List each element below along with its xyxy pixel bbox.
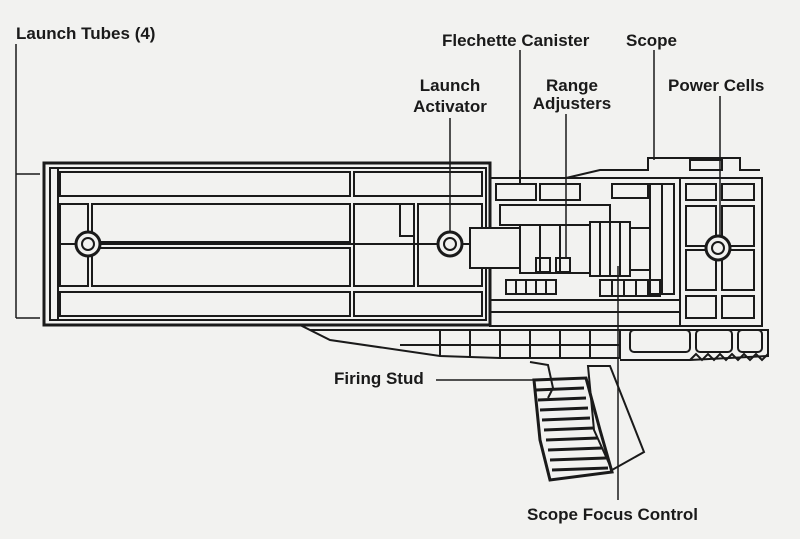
label-firing-stud: Firing Stud bbox=[334, 369, 424, 388]
tube-port-left bbox=[74, 230, 102, 258]
label-power-cells: Power Cells bbox=[668, 76, 765, 95]
launch-tubes-body bbox=[42, 161, 492, 327]
mechanism-housing bbox=[469, 177, 681, 327]
leader-lines bbox=[15, 44, 721, 500]
power-cell-housing bbox=[679, 177, 763, 327]
label-scope: Scope bbox=[626, 31, 678, 50]
label-flechette-canister: Flechette Canister bbox=[442, 31, 590, 50]
label-range-adjusters-line2: Adjusters bbox=[532, 94, 612, 113]
lower-frame bbox=[299, 324, 769, 362]
tube-port-right bbox=[436, 230, 464, 258]
scope-rail bbox=[519, 157, 760, 199]
label-launch-tubes: Launch Tubes (4) bbox=[16, 24, 156, 43]
label-range-adjusters-line1: Range bbox=[546, 76, 598, 95]
label-launch-activator-line1: Launch bbox=[419, 76, 481, 95]
label-launch-activator-line2: Activator bbox=[413, 97, 487, 116]
pistol-grip bbox=[529, 361, 646, 482]
label-scope-focus-control: Scope Focus Control bbox=[527, 505, 698, 524]
